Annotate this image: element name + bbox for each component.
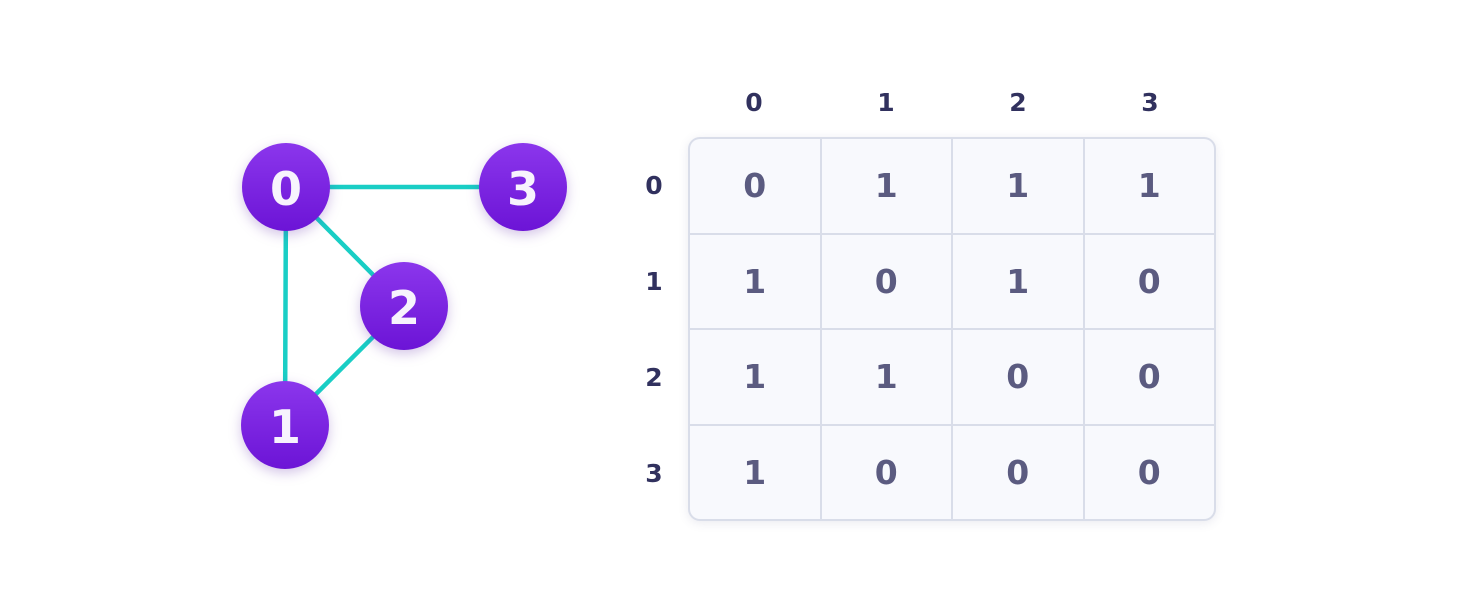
graph-diagram: 0 1 2 3: [241, 143, 567, 469]
matrix-cell-1-3: 0: [1084, 234, 1214, 328]
col-header-0: 0: [745, 87, 763, 117]
node-circle-0: [242, 143, 330, 231]
matrix-cell-0-0: 0: [690, 139, 820, 233]
matrix-cell-0-3: 1: [1084, 139, 1214, 233]
matrix-cell-3-1: 0: [821, 425, 951, 519]
matrix-cell-1-1: 0: [821, 234, 951, 328]
matrix-row-headers: 0 1 2 3: [632, 137, 676, 521]
matrix-cell-3-2: 0: [953, 425, 1083, 519]
matrix-cell-3-0: 1: [690, 425, 820, 519]
matrix-cell-2-2: 0: [953, 330, 1083, 424]
col-header-3: 3: [1141, 87, 1159, 117]
node-circle-2: [360, 262, 448, 350]
graph-node-0: 0: [242, 143, 330, 231]
matrix-cell-2-1: 1: [821, 330, 951, 424]
row-header-1: 1: [645, 266, 663, 296]
graph-node-1: 1: [241, 381, 329, 469]
matrix-cell-0-2: 1: [953, 139, 1083, 233]
matrix-cell-2-3: 0: [1084, 330, 1214, 424]
matrix-cell-3-3: 0: [1084, 425, 1214, 519]
node-circle-3: [479, 143, 567, 231]
node-label-2: 2: [388, 281, 420, 335]
matrix-cell-1-2: 1: [953, 234, 1083, 328]
row-header-2: 2: [645, 362, 663, 392]
adjacency-matrix: 0 1 1 1 1 0 1 0 1 1 0 0 1 0 0 0: [688, 137, 1216, 521]
node-label-0: 0: [270, 162, 302, 216]
row-header-0: 0: [645, 170, 663, 200]
node-label-1: 1: [269, 400, 301, 454]
node-circle-1: [241, 381, 329, 469]
graph-node-2: 2: [360, 262, 448, 350]
node-label-3: 3: [507, 162, 539, 216]
col-header-1: 1: [877, 87, 895, 117]
matrix-cell-1-0: 1: [690, 234, 820, 328]
col-header-2: 2: [1009, 87, 1027, 117]
graph-node-3: 3: [479, 143, 567, 231]
row-header-3: 3: [645, 458, 663, 488]
matrix-column-headers: 0 1 2 3: [688, 82, 1216, 122]
matrix-cell-2-0: 1: [690, 330, 820, 424]
matrix-cell-0-1: 1: [821, 139, 951, 233]
